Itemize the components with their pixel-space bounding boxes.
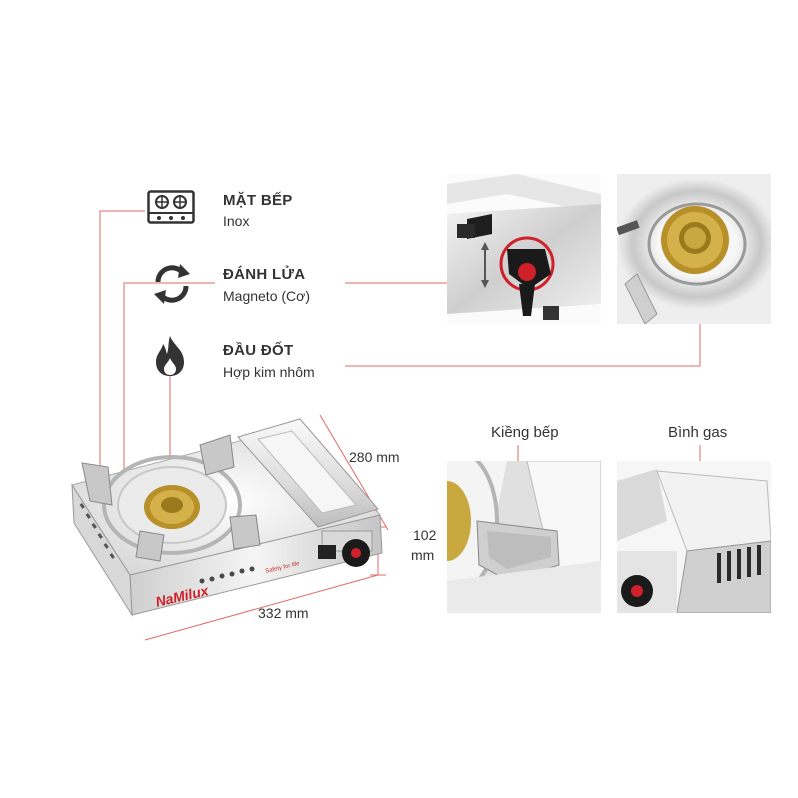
stove-product-image xyxy=(60,405,400,635)
dimension-depth: 280 mm xyxy=(349,449,400,465)
callout-gas-bottle: Bình gas xyxy=(668,424,728,441)
feature-title-surface: MẶT BẾP xyxy=(223,192,293,209)
burner-detail-photo xyxy=(617,174,771,324)
feature-value-ignition: Magneto (Cơ) xyxy=(223,288,310,304)
stove-top-icon xyxy=(147,190,195,224)
ignition-cycle-icon xyxy=(150,262,194,306)
flame-icon xyxy=(152,334,188,378)
callout-pot-support: Kiềng bếp xyxy=(491,424,559,441)
dimension-width: 332 mm xyxy=(258,605,309,621)
dimension-height-value: 102 xyxy=(413,527,437,543)
gas-compartment-detail-photo xyxy=(617,461,771,613)
feature-title-burner: ĐẦU ĐỐT xyxy=(223,342,294,359)
ignition-knob-detail-photo xyxy=(447,174,601,324)
feature-title-ignition: ĐÁNH LỬA xyxy=(223,266,306,283)
feature-value-surface: Inox xyxy=(223,213,250,229)
dimension-height-unit: mm xyxy=(411,547,435,563)
pot-support-detail-photo xyxy=(447,461,601,613)
feature-value-burner: Hợp kim nhôm xyxy=(223,364,315,380)
